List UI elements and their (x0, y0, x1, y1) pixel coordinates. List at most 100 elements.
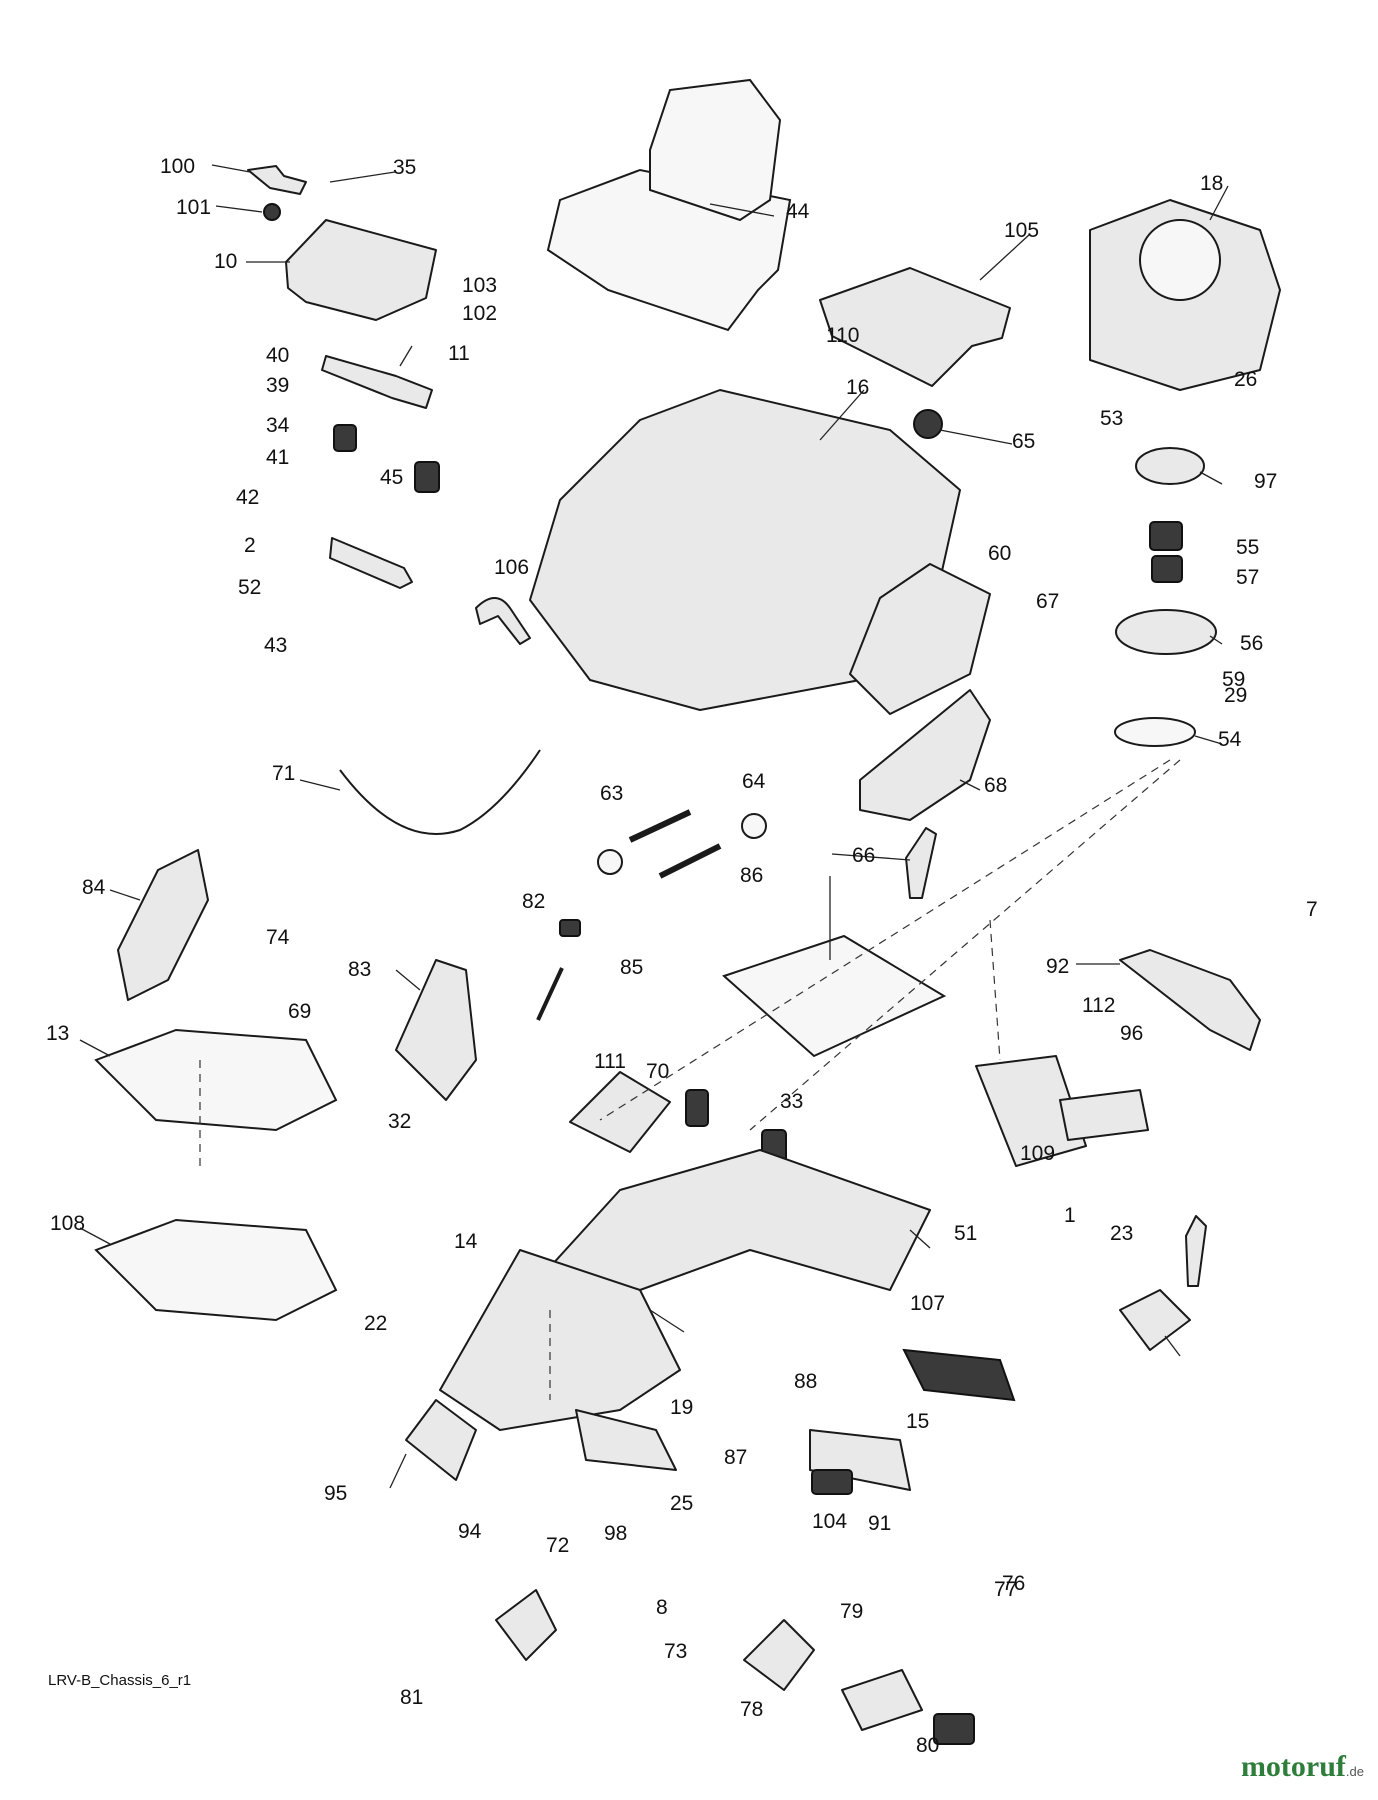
callout-112: 112 (1082, 994, 1115, 1017)
callout-10: 10 (214, 250, 237, 273)
callout-26: 26 (1234, 368, 1257, 391)
callout-68: 68 (984, 774, 1007, 797)
callout-40: 40 (266, 344, 289, 367)
part-22-lever-base (1119, 1289, 1191, 1351)
part-64-bushing-b (597, 849, 623, 875)
callout-81: 81 (400, 1686, 423, 1709)
callout-73: 73 (664, 1640, 687, 1663)
callout-70: 70 (646, 1060, 669, 1083)
part-79-shaft (841, 1669, 923, 1731)
part-33-spring-a (685, 1089, 709, 1127)
part-88-step (902, 1348, 1016, 1402)
callout-80: 80 (916, 1734, 939, 1757)
callout-64: 64 (742, 770, 766, 793)
callout-8: 8 (656, 1596, 668, 1619)
part-34-spring-left (333, 424, 357, 452)
callout-102: 102 (462, 302, 497, 325)
part-14-footrest (94, 1218, 338, 1322)
part-2-bracket (329, 537, 413, 589)
callout-110: 110 (826, 324, 859, 347)
part-86-rod (536, 967, 564, 1021)
part-111-channel (1059, 1089, 1149, 1141)
part-11-pan-bracket (321, 355, 433, 409)
callout-25: 25 (670, 1492, 693, 1515)
part-98-bracket (405, 1399, 477, 1481)
part-96-bumper (1119, 949, 1261, 1051)
callout-2: 2 (244, 534, 256, 557)
part-10-seat-plate (285, 219, 437, 321)
callout-108: 108 (50, 1212, 85, 1235)
callout-65: 65 (1012, 430, 1035, 453)
part-7-plate (722, 934, 947, 1058)
callout-63: 63 (600, 782, 623, 805)
callout-18: 18 (1200, 172, 1223, 195)
callout-94: 94 (458, 1520, 482, 1543)
callout-82: 82 (522, 890, 545, 913)
part-63-rod (628, 809, 692, 843)
callout-92: 92 (1046, 955, 1069, 978)
part-55-clutch (1149, 521, 1183, 551)
part-15-axle (575, 1409, 677, 1471)
callout-29: 29 (1224, 684, 1247, 707)
callout-54: 54 (1218, 728, 1242, 751)
callout-67: 67 (1036, 590, 1059, 613)
callout-57: 57 (1236, 566, 1259, 589)
callout-15: 15 (906, 1410, 929, 1433)
part-8-bracket (495, 1589, 557, 1661)
part-105-cover (819, 267, 1011, 387)
part-91-pad (811, 1469, 853, 1495)
part-62-rod (658, 843, 722, 879)
callout-79: 79 (840, 1600, 863, 1623)
figure-code: LRV-B_Chassis_6_r1 (48, 1672, 192, 1689)
callout-51: 51 (954, 1222, 977, 1245)
part-66-bracket (905, 827, 937, 899)
callout-7: 7 (1306, 898, 1318, 921)
callout-1: 1 (1064, 1204, 1076, 1227)
assembly-line-e (989, 919, 1001, 1061)
assembly-line-b (749, 759, 1181, 1131)
callout-86: 86 (740, 864, 763, 887)
callout-45: 45 (380, 466, 403, 489)
part-64-bushing-a (741, 813, 767, 839)
callout-43: 43 (264, 634, 287, 657)
callout-98: 98 (604, 1522, 627, 1545)
callout-35: 35 (393, 156, 416, 179)
callout-109: 109 (1020, 1142, 1055, 1165)
callout-105: 105 (1004, 219, 1039, 242)
callout-88: 88 (794, 1370, 817, 1393)
callout-84: 84 (82, 876, 106, 899)
callout-11: 11 (448, 342, 470, 365)
callout-107: 107 (910, 1292, 945, 1315)
callout-42: 42 (236, 486, 259, 509)
callout-72: 72 (546, 1534, 569, 1557)
callout-34: 34 (266, 414, 290, 437)
part-84-cover (117, 849, 209, 1001)
part-54-shield (1114, 717, 1196, 747)
callout-41: 41 (266, 446, 289, 469)
part-34-spring-right (414, 461, 440, 493)
part-106-handle (475, 597, 531, 645)
part-1-frame-rear (439, 1249, 681, 1431)
part-57-spring (1151, 555, 1183, 583)
callout-74: 74 (266, 926, 290, 949)
leader-lines (79, 164, 1229, 1489)
part-44-seat-back (649, 78, 782, 222)
part-65-knob (913, 409, 943, 439)
watermark-logo: motoruf.de (1241, 1750, 1364, 1784)
part-60-tank (849, 563, 991, 715)
callout-22: 22 (364, 1312, 387, 1335)
callout-83: 83 (348, 958, 371, 981)
part-70-cup (569, 1071, 671, 1153)
callout-76: 76 (1002, 1572, 1025, 1595)
part-83-bracket (395, 959, 477, 1101)
callout-59: 59 (1222, 668, 1245, 691)
callout-55: 55 (1236, 536, 1259, 559)
callout-69: 69 (288, 1000, 311, 1023)
part-23-lever (1185, 1215, 1207, 1287)
callout-32: 32 (388, 1110, 411, 1133)
callout-96: 96 (1120, 1022, 1143, 1045)
part-56-pulley (1115, 609, 1217, 655)
callout-71: 71 (272, 762, 295, 785)
